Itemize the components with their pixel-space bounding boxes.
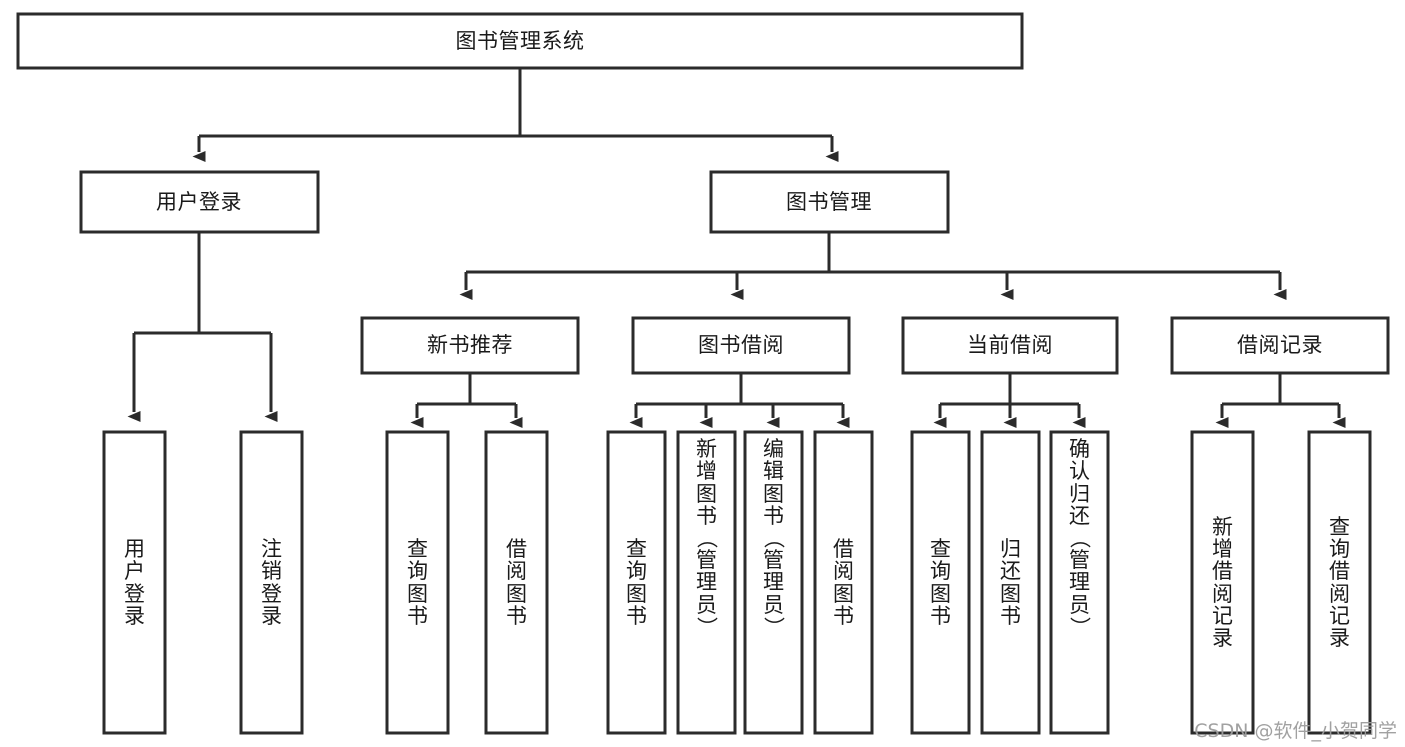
- leaf-box-borrow-record-0[interactable]: [1190, 430, 1255, 735]
- node-user-login-label: 用户登录: [156, 190, 242, 214]
- connector-new-book-to-leaves: [410, 373, 523, 428]
- connector-borrow-record-to-leaves: [1215, 373, 1346, 428]
- leaf-box-new-book-0[interactable]: [385, 430, 450, 735]
- node-new-book-recommend[interactable]: 新书推荐: [360, 316, 580, 375]
- leaf-box-borrow-record-1[interactable]: [1307, 430, 1372, 735]
- leaf-box-new-book-1[interactable]: [484, 430, 549, 735]
- node-user-login-box[interactable]: [79, 170, 320, 234]
- leaf-box-current-borrow-1[interactable]: [980, 430, 1041, 735]
- node-book-management[interactable]: 图书管理: [709, 170, 950, 234]
- node-borrow-record[interactable]: 借阅记录: [1170, 316, 1390, 375]
- connector-book-management-to-level3: [459, 232, 1287, 300]
- connector-user-login-to-leaves: [127, 232, 278, 422]
- node-book-borrow-label: 图书借阅: [698, 333, 784, 357]
- leaf-box-user-login-1[interactable]: [239, 430, 304, 735]
- node-root[interactable]: 图书管理系统: [16, 12, 1024, 70]
- connector-current-borrow-to-leaves: [933, 373, 1086, 428]
- leaf-box-book-borrow-2[interactable]: [743, 430, 804, 735]
- leaf-box-book-borrow-1[interactable]: [676, 430, 737, 735]
- node-book-borrow[interactable]: 图书借阅: [631, 316, 851, 375]
- node-root-box[interactable]: [16, 12, 1024, 70]
- node-current-borrow[interactable]: 当前借阅: [901, 316, 1119, 375]
- leaf-box-current-borrow-0[interactable]: [910, 430, 971, 735]
- node-user-login[interactable]: 用户登录: [79, 170, 320, 234]
- node-root-label: 图书管理系统: [456, 29, 585, 53]
- node-current-borrow-label: 当前借阅: [967, 333, 1053, 357]
- node-new-book-recommend-label: 新书推荐: [427, 333, 513, 357]
- leaf-box-book-borrow-0[interactable]: [606, 430, 667, 735]
- node-borrow-record-label: 借阅记录: [1237, 333, 1323, 357]
- connector-root-to-level2: [192, 68, 839, 162]
- leaf-box-user-login-0[interactable]: [102, 430, 167, 735]
- node-current-borrow-box[interactable]: [901, 316, 1119, 375]
- leaf-box-book-borrow-3[interactable]: [813, 430, 874, 735]
- node-book-management-label: 图书管理: [786, 190, 872, 214]
- leaf-box-current-borrow-2[interactable]: [1049, 430, 1110, 735]
- connector-book-borrow-to-leaves: [629, 373, 850, 428]
- node-new-book-recommend-box[interactable]: [360, 316, 580, 375]
